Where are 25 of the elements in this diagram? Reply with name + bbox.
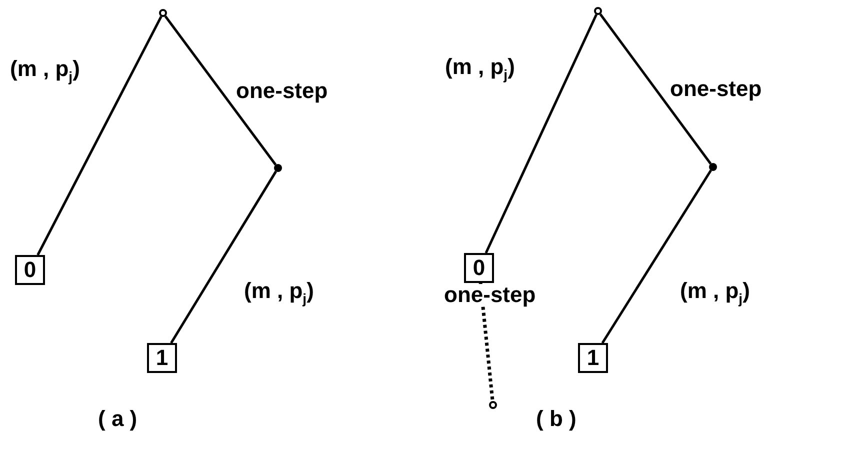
dotted-connector xyxy=(478,282,494,402)
connector-line xyxy=(599,13,712,165)
edge-label: (m , p$_{j}$) xyxy=(680,280,750,306)
open-node xyxy=(489,401,497,409)
edge-label: (m , p$_{j}$) xyxy=(10,58,80,84)
connector-line xyxy=(484,14,598,254)
filled-node xyxy=(274,164,282,172)
connector-line xyxy=(170,170,277,344)
edge-label: one-step xyxy=(236,80,328,102)
state-box: 1 xyxy=(578,343,608,373)
edge-label: (m , p$_{j}$) xyxy=(445,56,515,82)
connector-line xyxy=(601,170,712,344)
edge-label: one-step xyxy=(670,78,762,100)
state-box: 0 xyxy=(464,253,494,283)
panel-caption: ( b ) xyxy=(536,408,576,430)
filled-node xyxy=(709,163,717,171)
open-node xyxy=(594,7,602,15)
open-node xyxy=(159,9,167,17)
connector-line xyxy=(164,15,277,166)
state-box: 1 xyxy=(147,343,177,373)
edge-label: one-step xyxy=(443,284,537,306)
connector-line xyxy=(36,16,162,256)
state-box: 0 xyxy=(15,255,45,285)
edge-label: (m , p$_{j}$) xyxy=(244,280,314,306)
panel-caption: ( a ) xyxy=(98,408,138,430)
